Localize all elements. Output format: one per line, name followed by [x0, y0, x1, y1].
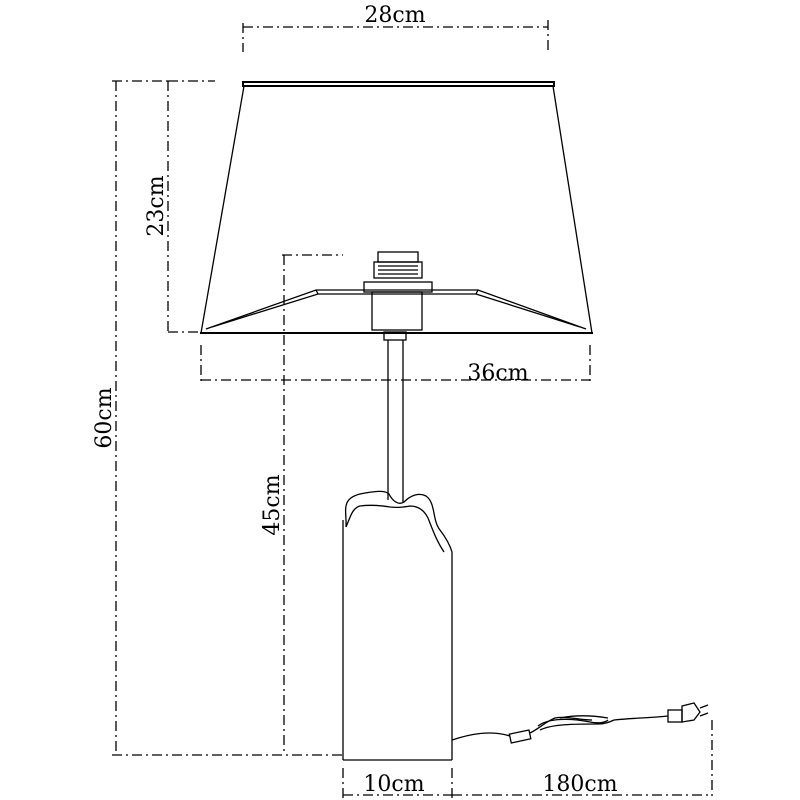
power-cord [451, 702, 709, 744]
lamp-base [342, 490, 453, 761]
dimension-shade-height: 23cm [144, 80, 215, 333]
dimension-label-36cm: 36cm [467, 361, 528, 386]
lamp-socket [363, 251, 433, 331]
dimension-cable-length: 180cm [452, 720, 713, 800]
dimension-label-28cm: 28cm [364, 3, 425, 28]
dimension-label-60cm: 60cm [92, 387, 117, 448]
dimension-label-10cm: 10cm [363, 772, 424, 797]
dimension-shade-top-width: 28cm [242, 3, 549, 52]
dimension-base-width: 10cm [342, 768, 453, 800]
dimension-total-height: 60cm [92, 80, 343, 756]
lamp-shade [200, 81, 593, 334]
dimension-label-45cm: 45cm [260, 474, 285, 535]
dimension-base-height: 45cm [260, 254, 343, 755]
dimension-shade-bottom-width: 36cm [200, 345, 591, 386]
dimension-label-23cm: 23cm [144, 175, 169, 236]
dimension-label-180cm: 180cm [542, 772, 617, 797]
lamp-rod [383, 331, 407, 503]
